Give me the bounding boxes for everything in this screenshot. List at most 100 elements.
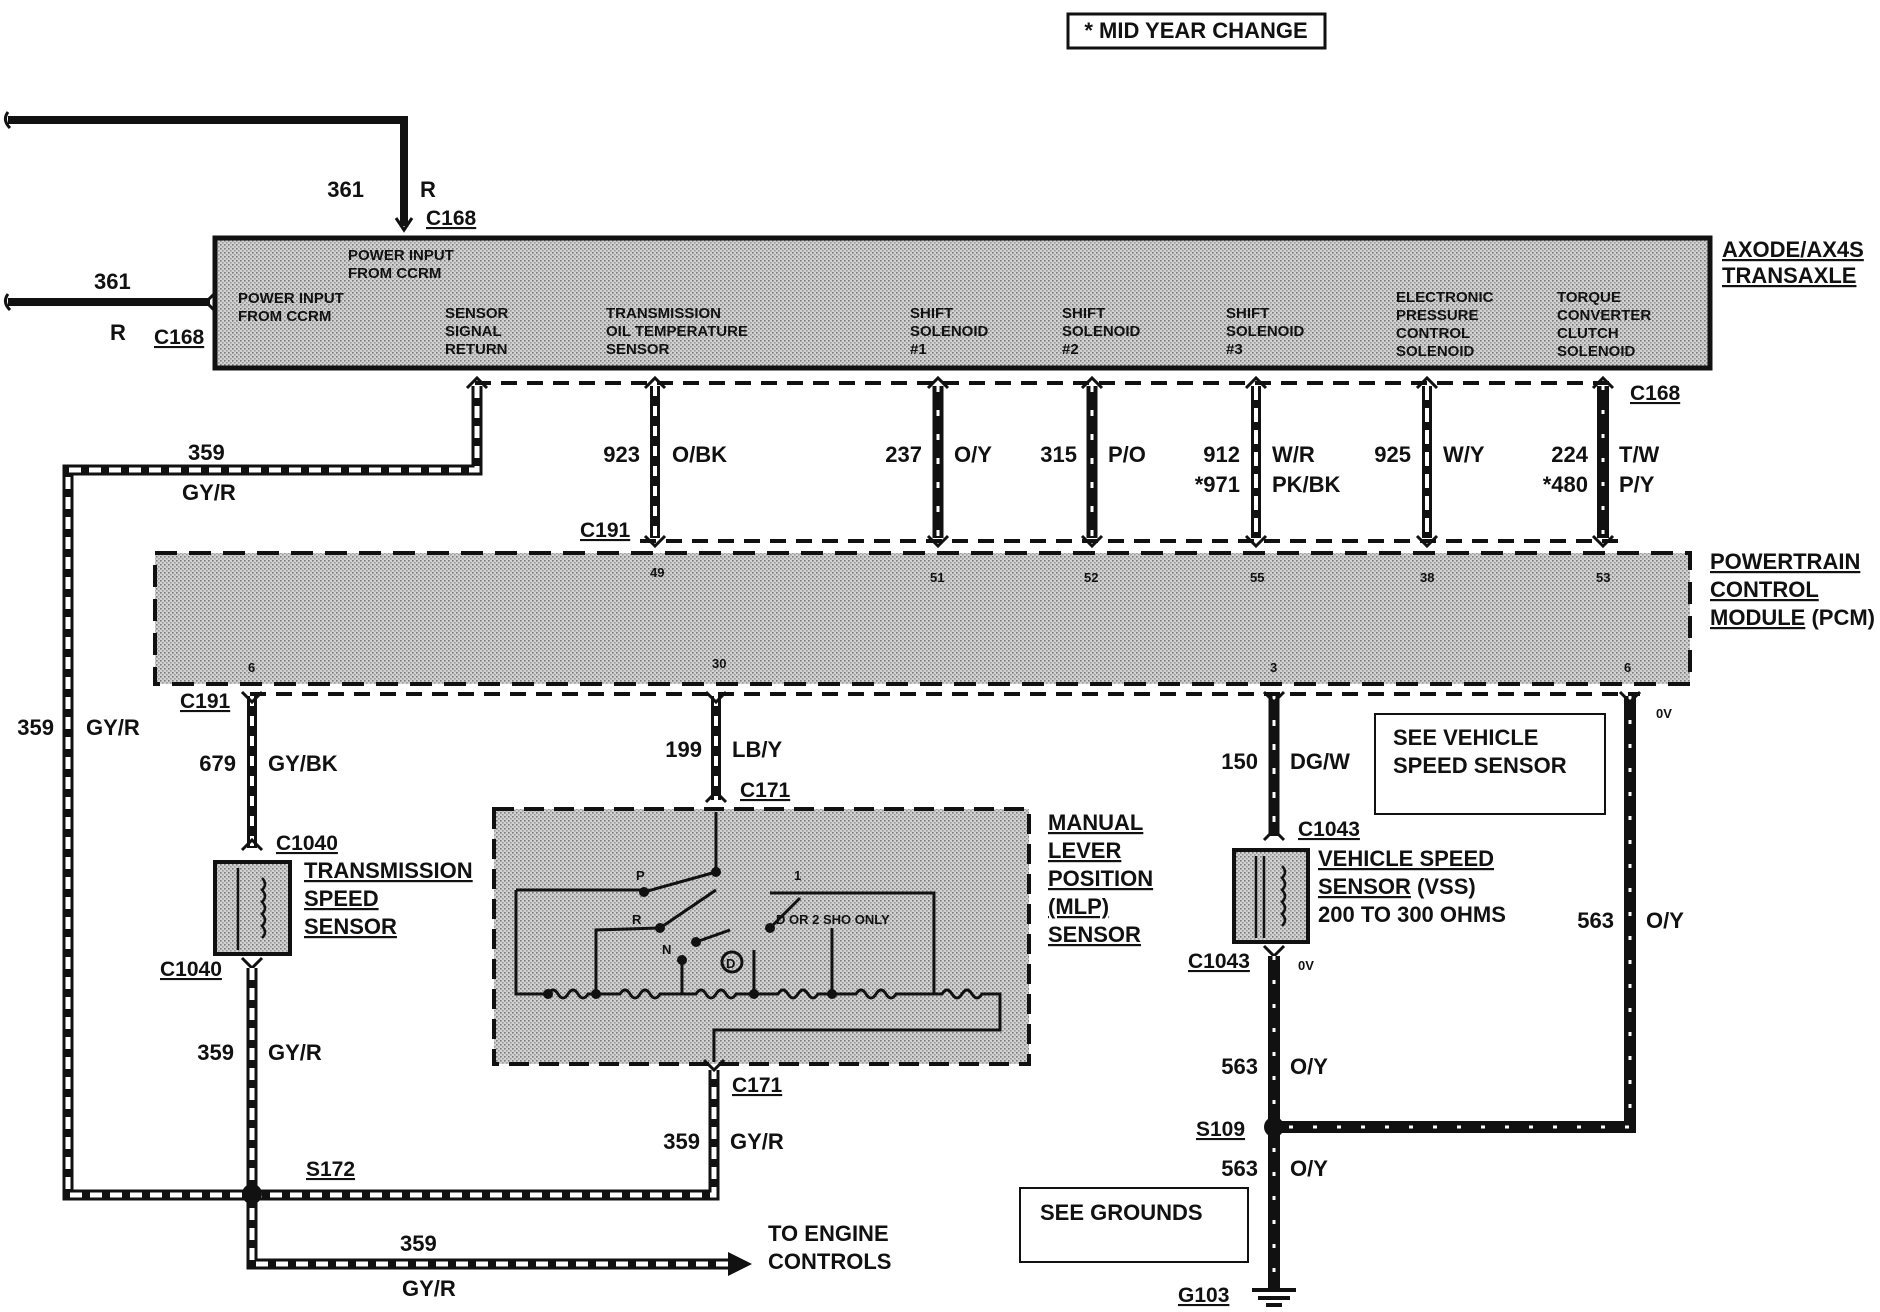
wire-359-left-color: GY/R	[86, 715, 140, 740]
wire-563-b-color: O/Y	[1646, 908, 1684, 933]
s109-splice	[1264, 1117, 1284, 1137]
vss-label-suffix: (VSS)	[1417, 874, 1476, 899]
wire-563-c-color: O/Y	[1290, 1156, 1328, 1181]
mlp-pos-r: R	[632, 912, 642, 927]
s109-label: S109	[1196, 1118, 1245, 1141]
mlp-pos-p: P	[636, 868, 645, 883]
wire-563-a-number: 563	[1221, 1054, 1258, 1079]
wire-563-c-number: 563	[1221, 1156, 1258, 1181]
pcm-pin-52: 52	[1084, 570, 1098, 585]
wire-925-number: 925	[1374, 442, 1411, 467]
pcm-title-3-main: MODULE	[1710, 605, 1805, 630]
sensor-return-tick-icon	[465, 375, 489, 390]
wire-361-top-color: R	[420, 177, 436, 202]
wire-359-bottom-color: GY/R	[402, 1276, 456, 1301]
mid-year-note-box	[1066, 12, 1327, 50]
mlp-pos-d-or-2: D OR 2 SHO ONLY	[776, 912, 890, 927]
pcm-pin-30: 30	[712, 656, 726, 671]
mid-year-note: * MID YEAR CHANGE	[1084, 18, 1307, 43]
see-vss-box	[1374, 713, 1606, 815]
see-grounds-box	[1019, 1187, 1249, 1263]
pcm-0v-label: 0V	[1656, 706, 1672, 721]
c1043-bottom-label: C1043	[1188, 950, 1250, 973]
c1043-top-tick-icon	[1262, 827, 1286, 842]
c191-tss-tick-icon	[240, 690, 264, 705]
wire-315-color: P/O	[1108, 442, 1146, 467]
c1043-top-label: C1043	[1298, 818, 1360, 841]
pcm-pin-51: 51	[930, 570, 944, 585]
vss-label-2: SENSOR (VSS)	[1318, 874, 1476, 899]
wire-679-color: GY/BK	[268, 751, 338, 776]
c168-top-connector-icon	[394, 217, 414, 233]
c171-bottom-tick-icon	[702, 1058, 726, 1073]
see-grounds-label: SEE GROUNDS	[1040, 1200, 1203, 1225]
pcm-title-3: MODULE (PCM)	[1710, 605, 1875, 630]
c1040-top-label: C1040	[276, 832, 338, 855]
wire-563-b-number: 563	[1577, 908, 1614, 933]
c191-top-label: C191	[580, 519, 631, 542]
c191-bottom-label: C191	[180, 690, 231, 713]
pcm-pin-6-left: 6	[248, 660, 255, 675]
wire-361-top	[3, 111, 408, 226]
pcm-pin-53: 53	[1596, 570, 1610, 585]
wire-199-number: 199	[665, 737, 702, 762]
pcm-title-2: CONTROL	[1710, 577, 1819, 602]
pcm-box	[153, 551, 1692, 686]
mlp-pos-1: 1	[794, 868, 801, 883]
wire-359-left-number: 359	[17, 715, 54, 740]
transaxle-title-1: AXODE/AX4S	[1722, 237, 1864, 262]
tss-coil-icon	[236, 868, 267, 950]
pcm-pin-3: 3	[1270, 660, 1277, 675]
wire-359-top-number: 359	[188, 440, 225, 465]
pcm-title-suffix: (PCM)	[1811, 605, 1875, 630]
transaxle-title-2: TRANSAXLE	[1722, 263, 1856, 288]
c1043-bottom-tick-icon	[1262, 944, 1286, 959]
c168-left-label: C168	[154, 326, 205, 349]
wire-359-mlp-number: 359	[663, 1129, 700, 1154]
wire-912-color: W/R	[1272, 442, 1315, 467]
c1040-bottom-label: C1040	[160, 958, 222, 981]
wire-361-left-number: 361	[94, 269, 131, 294]
wire-925-color: W/Y	[1443, 442, 1485, 467]
c191-mlp-tick-icon	[704, 690, 728, 705]
wire-361-left	[3, 293, 210, 312]
wire-359-tss-down	[246, 968, 730, 1270]
pcm-pin-38: 38	[1420, 570, 1434, 585]
wire-150-color: DG/W	[1290, 749, 1350, 774]
wire-971-number: *971	[1195, 472, 1240, 497]
g103-label: G103	[1178, 1284, 1229, 1307]
s172-splice	[242, 1184, 262, 1204]
engine-arrow-icon	[728, 1252, 752, 1276]
tss-box	[213, 860, 292, 956]
wire-150-number: 150	[1221, 749, 1258, 774]
wire-359-bottom-number: 359	[400, 1231, 437, 1256]
wire-359-mlp-color: GY/R	[730, 1129, 784, 1154]
wire-679-number: 679	[199, 751, 236, 776]
wire-224-color: T/W	[1619, 442, 1660, 467]
wire-237-number: 237	[885, 442, 922, 467]
c191-vss-tick-icon	[1262, 690, 1286, 705]
vss-ohms: 200 TO 300 OHMS	[1318, 902, 1506, 927]
ground-icon	[1252, 1288, 1296, 1307]
wire-971-color: PK/BK	[1272, 472, 1341, 497]
wire-359-top-color: GY/R	[182, 480, 236, 505]
wire-361-top-number: 361	[327, 177, 364, 202]
pcm-pin-49: 49	[650, 565, 664, 580]
vss-label-2-main: SENSOR	[1318, 874, 1411, 899]
wire-480-number: *480	[1543, 472, 1588, 497]
mlp-box	[492, 807, 1031, 1066]
mlp-contact-dots	[543, 867, 837, 999]
mlp-pos-d: D	[726, 956, 735, 971]
